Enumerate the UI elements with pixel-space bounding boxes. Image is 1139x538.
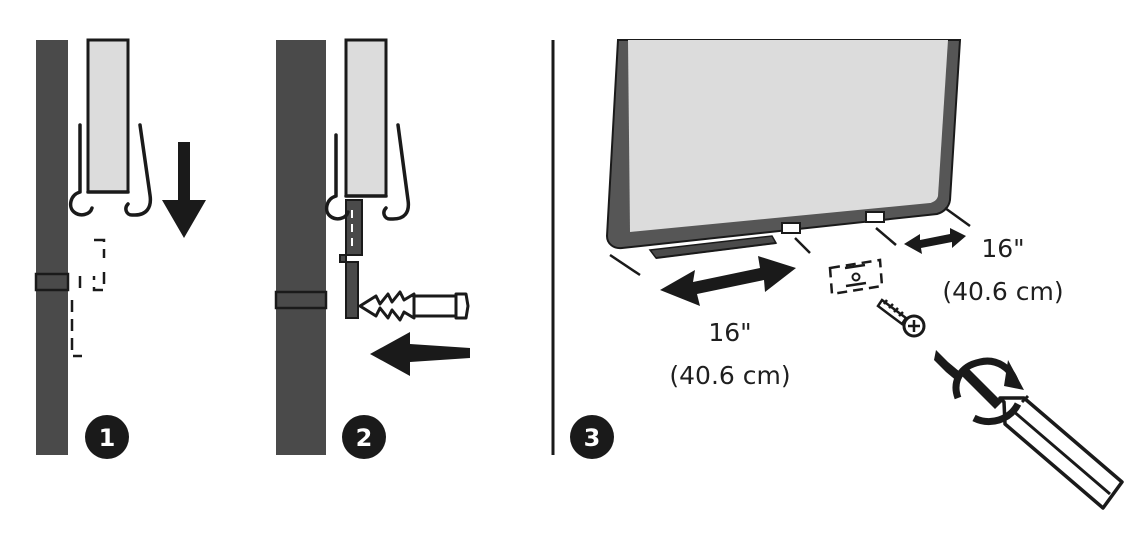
double-arrow-icon — [660, 256, 796, 306]
screwdriver-icon — [934, 350, 1124, 510]
tray-profile — [68, 123, 153, 217]
arrow-down-icon — [162, 142, 206, 238]
step-badge-1 — [85, 415, 129, 459]
step-number-3: 3 — [584, 424, 601, 452]
dashed-bracket — [70, 238, 106, 358]
step-badge-3 — [570, 415, 614, 459]
board-edge — [86, 38, 130, 194]
dimension-tick — [875, 227, 897, 246]
whiteboard-surface — [628, 40, 948, 232]
board-edge — [344, 38, 388, 198]
arrow-left-icon — [370, 332, 470, 376]
screw-icon — [876, 298, 926, 338]
tray-edge — [655, 242, 777, 259]
mounted-bracket — [339, 199, 363, 319]
wall — [36, 40, 68, 455]
dimension-tick — [794, 237, 811, 254]
tray-profile — [324, 123, 411, 221]
dimension-tick — [609, 253, 641, 277]
bracket-slot — [844, 263, 867, 288]
wall-plug-icon — [358, 290, 470, 322]
wall — [276, 40, 326, 455]
step-number-2: 2 — [356, 424, 373, 452]
double-arrow-small-icon — [904, 228, 966, 254]
spacing-side-cm: (40.6 cm) — [942, 277, 1063, 306]
spacing-center-inches: 16" — [708, 318, 751, 347]
dimension-tick — [944, 206, 971, 228]
spacing-center-cm: (40.6 cm) — [669, 361, 790, 390]
step-badge-2 — [342, 415, 386, 459]
wall-anchor — [34, 272, 70, 292]
panel-step-1: 1 — [34, 38, 206, 459]
wall-anchor — [274, 290, 328, 310]
hanging-clip — [865, 211, 885, 223]
spacing-side-inches: 16" — [981, 234, 1024, 263]
step-number-1: 1 — [99, 424, 116, 452]
panel-step-2: 2 — [274, 38, 470, 459]
panel-step-3: 16" (40.6 cm) 16" (40.6 cm) 3 — [570, 39, 1124, 510]
bracket-outline — [828, 258, 884, 296]
screw-hole — [851, 272, 861, 282]
hanging-clip — [781, 222, 801, 234]
